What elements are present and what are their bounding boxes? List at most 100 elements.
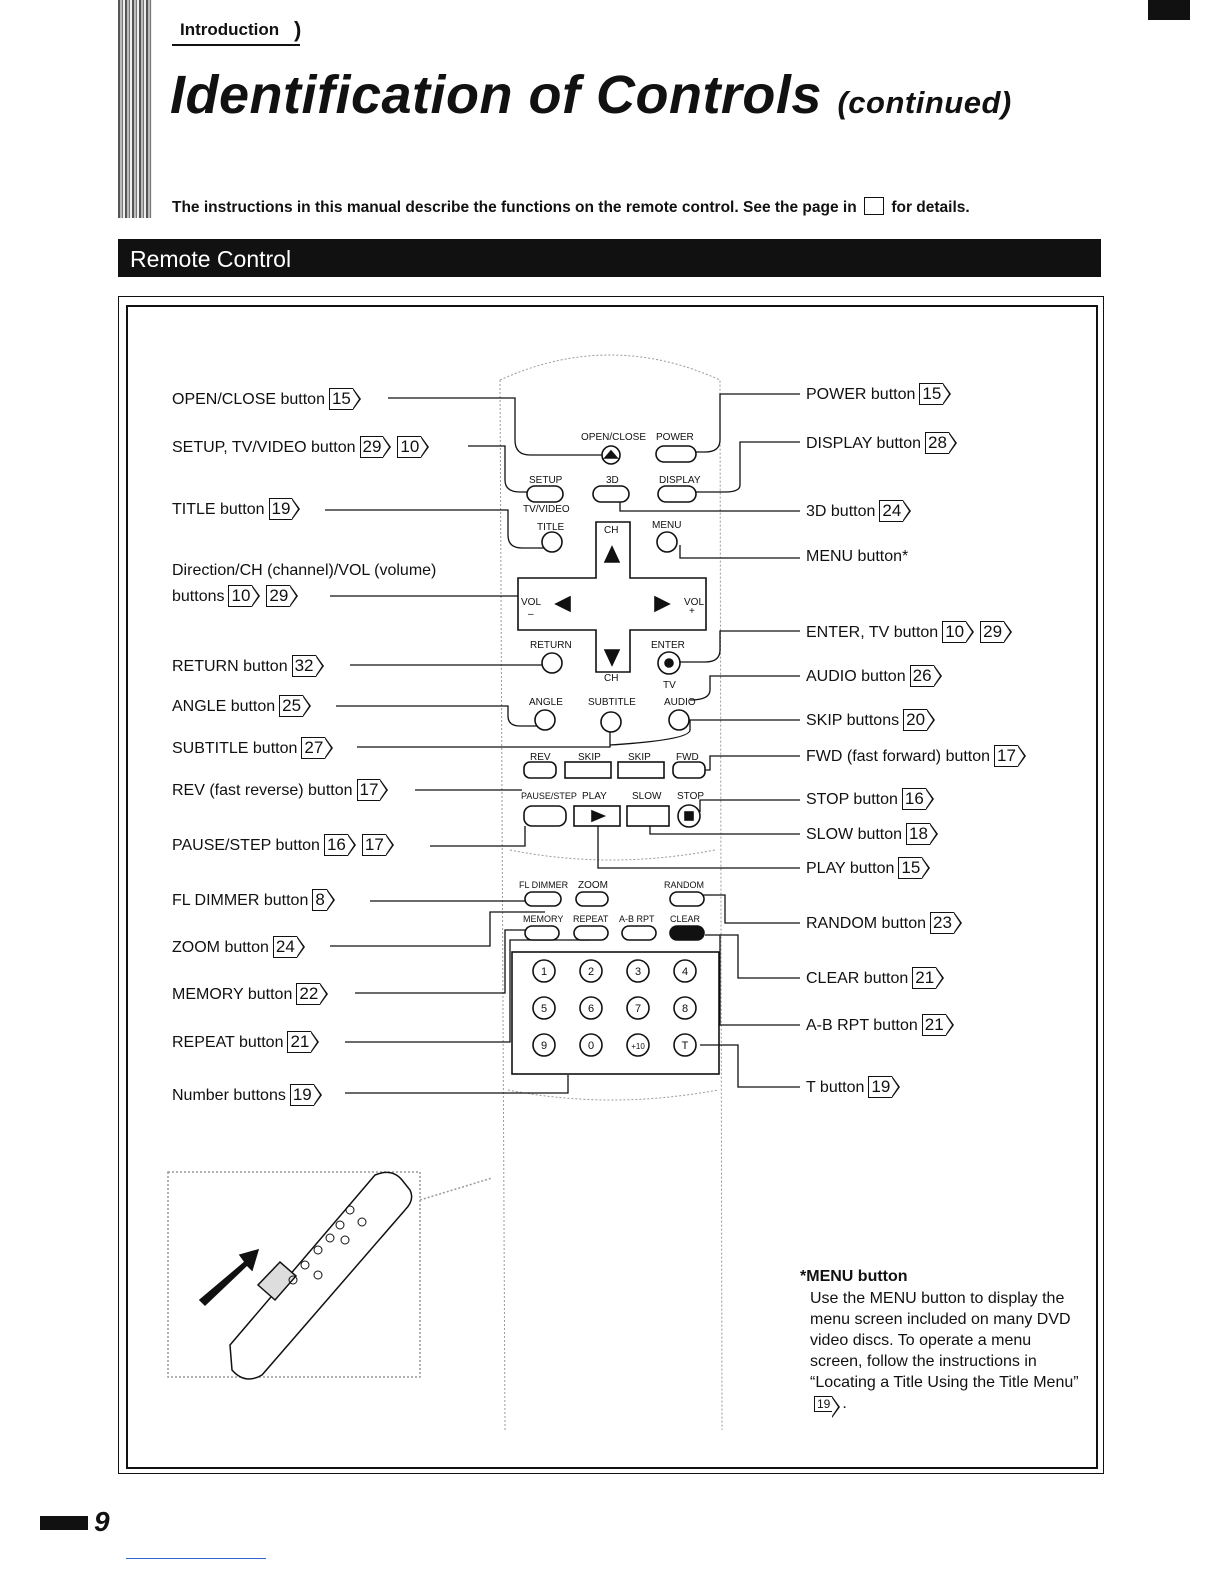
remote-label: STOP (677, 791, 704, 802)
direction-pad (517, 521, 707, 673)
remote-label: MENU (652, 520, 681, 531)
skip-back-button (564, 761, 612, 779)
number-button (532, 959, 556, 983)
random-button (669, 891, 705, 907)
remote-label: MEMORY (523, 914, 563, 924)
page-ref: 8 (312, 889, 336, 911)
remote-label: SKIP (578, 752, 601, 763)
label-text: MENU button* (806, 548, 909, 565)
remote-label: ZOOM (578, 880, 608, 891)
number-label: 3 (635, 966, 641, 978)
label-text: AUDIO button (806, 668, 906, 685)
power-button (655, 445, 697, 463)
slow-button (626, 805, 670, 827)
remote-label: + (689, 606, 695, 617)
zoom-button (575, 891, 609, 907)
section-banner: Remote Control (118, 239, 1101, 277)
label-text: ANGLE button (172, 698, 276, 715)
remote-label: RETURN (530, 640, 572, 651)
right-arrow-icon (654, 595, 671, 613)
label-text: SLOW button (806, 826, 903, 843)
page-ref: 19 (268, 498, 301, 520)
number-button (532, 1033, 556, 1057)
left-label-3: Direction/CH (channel)/VOL (volume) (172, 562, 436, 580)
label-text: 3D button (806, 503, 876, 520)
banner-title: Remote Control (130, 246, 292, 272)
remote-icon (229, 1171, 413, 1380)
number-button (579, 996, 603, 1020)
page-ref: 17 (994, 745, 1026, 767)
number-label: T (682, 1040, 689, 1052)
label-text: REPEAT button (172, 1034, 284, 1051)
margin-bar (118, 0, 152, 218)
section-paren: ) (294, 17, 302, 42)
page-ref: 27 (301, 737, 334, 759)
fwd-button (672, 761, 706, 779)
number-label: 0 (588, 1040, 594, 1052)
label-text: STOP button (806, 791, 898, 808)
figure-frame-inner (126, 305, 1098, 1469)
note-body: Use the MENU button to display the menu … (810, 1288, 1080, 1418)
remote-label: OPEN/CLOSE (581, 432, 646, 443)
label-text: buttons (172, 588, 225, 605)
remote-label: VOL (521, 597, 541, 608)
label-text: RETURN button (172, 658, 288, 675)
label-text: FWD (fast forward) button (806, 748, 991, 765)
audio-button (668, 709, 690, 731)
section-label: Introduction (180, 20, 280, 39)
page-ref: 22 (296, 983, 329, 1005)
label-text: TITLE button (172, 501, 265, 518)
note-star: * (800, 1268, 807, 1285)
subtitle-button (600, 711, 622, 733)
page-ref: 24 (272, 936, 305, 958)
page-ref: 16 (323, 834, 356, 856)
remote-label: REV (530, 752, 551, 763)
label-text: CLEAR button (806, 970, 909, 987)
page-ref: 28 (925, 432, 957, 454)
number-label: 2 (588, 966, 594, 978)
memory-button (524, 925, 560, 941)
page-ref: 10 (942, 621, 975, 643)
page-title: Identification of Controls (continued) (170, 64, 1012, 126)
label-text: POWER button (806, 386, 916, 403)
return-button (541, 652, 563, 674)
title-button (541, 531, 563, 553)
page-ref: 15 (919, 383, 952, 405)
number-label: 7 (635, 1003, 641, 1015)
page-ref: 19 (289, 1084, 322, 1106)
note-end: . (842, 1395, 847, 1412)
right-label-3: MENU button* (806, 548, 908, 566)
page-ref-icon (864, 197, 884, 215)
remote-label: AUDIO (664, 697, 696, 708)
remote-label: – (528, 609, 534, 620)
remote-label: ANGLE (529, 697, 563, 708)
label-text: OPEN/CLOSE button (172, 391, 325, 408)
note-heading: *MENU button (800, 1268, 908, 1286)
number-label: 5 (541, 1003, 547, 1015)
remote-label: FWD (676, 752, 699, 763)
left-arrow-icon (554, 595, 571, 613)
remote-label: SETUP (529, 475, 563, 486)
remote-label: DISPLAY (659, 475, 701, 486)
repeat-button (573, 925, 609, 941)
page-number: 9 (94, 1506, 110, 1537)
label-text: ZOOM button (172, 939, 269, 956)
fldimmer-button (524, 891, 562, 907)
